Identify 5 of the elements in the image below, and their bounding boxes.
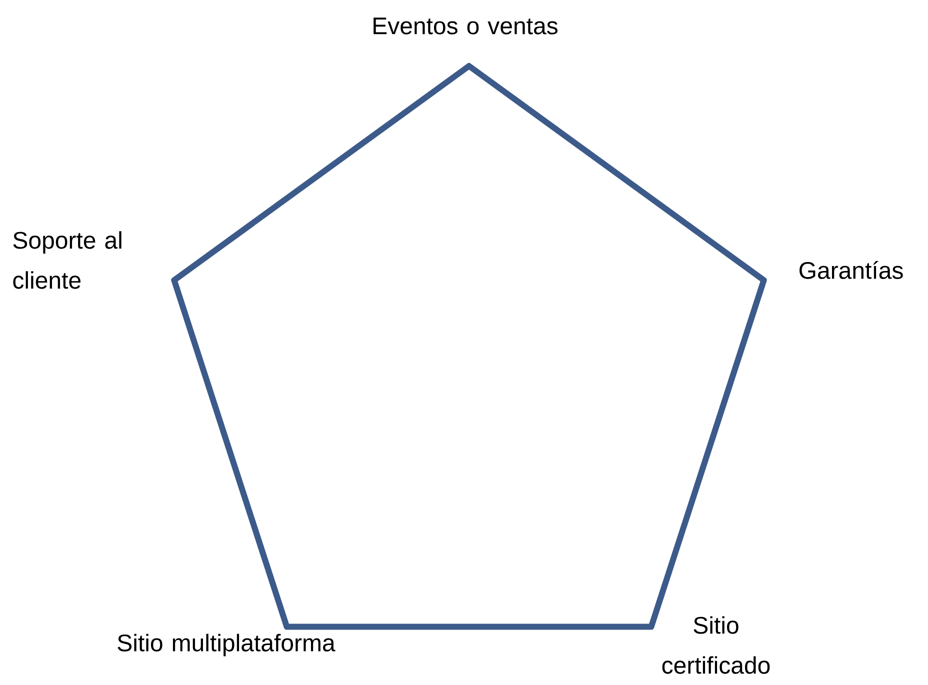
vertex-label: Eventos o ventas xyxy=(374,18,558,34)
vertex-label: Sitio multiplataforma xyxy=(118,634,336,656)
vertex-label: Garantías xyxy=(800,261,903,279)
vertex-label: Soporte al cliente xyxy=(13,231,122,289)
vertex-label: Sitio certificado xyxy=(662,616,770,674)
